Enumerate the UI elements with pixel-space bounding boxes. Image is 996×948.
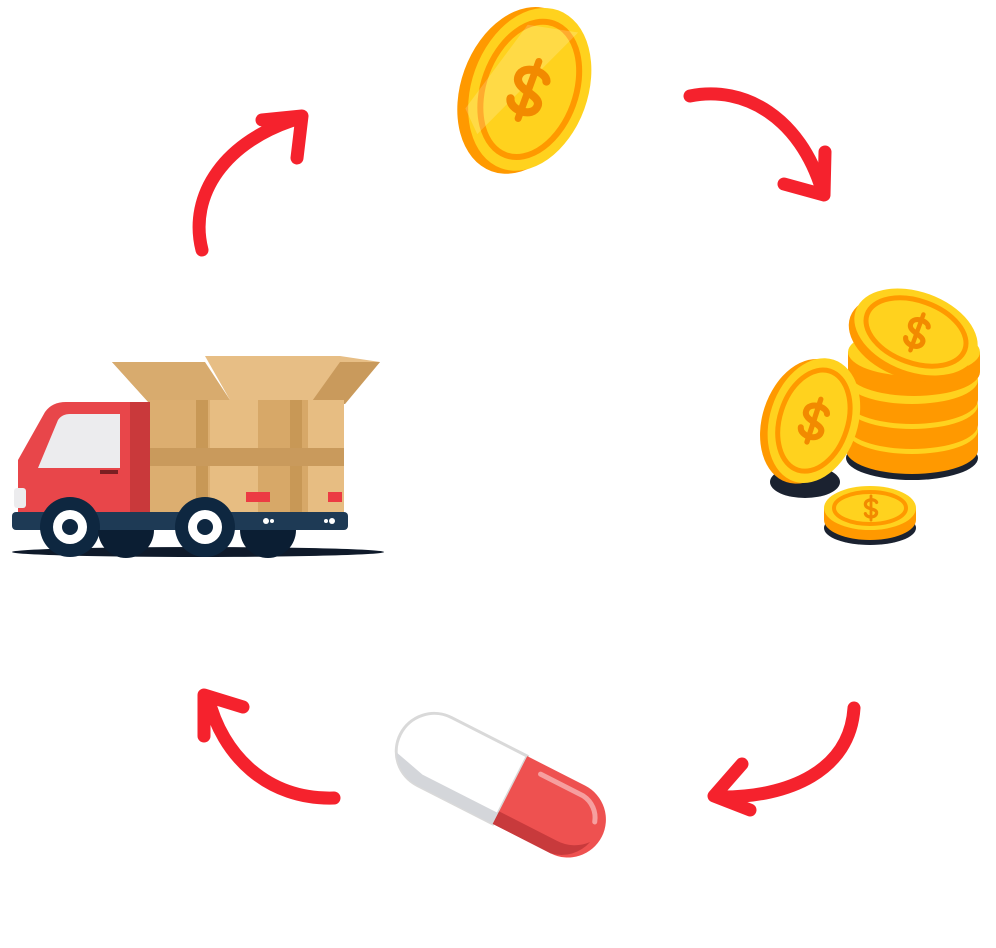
arrow-capsule-to-truck	[197, 688, 341, 805]
coin-stack-icon	[760, 288, 980, 545]
dollar-coin-icon	[457, 7, 592, 174]
arrow-stack-to-capsule	[707, 701, 861, 817]
arrow-coin-to-stack	[683, 87, 832, 202]
capsule-pill-icon	[394, 711, 606, 858]
arrow-truck-to-coin	[192, 109, 309, 257]
truck-wheel-back	[240, 530, 296, 558]
delivery-truck-icon	[12, 356, 384, 558]
truck-wheel-front	[40, 497, 100, 557]
truck-wheel-rear	[175, 497, 235, 557]
truck-wheel-middle	[98, 530, 154, 558]
